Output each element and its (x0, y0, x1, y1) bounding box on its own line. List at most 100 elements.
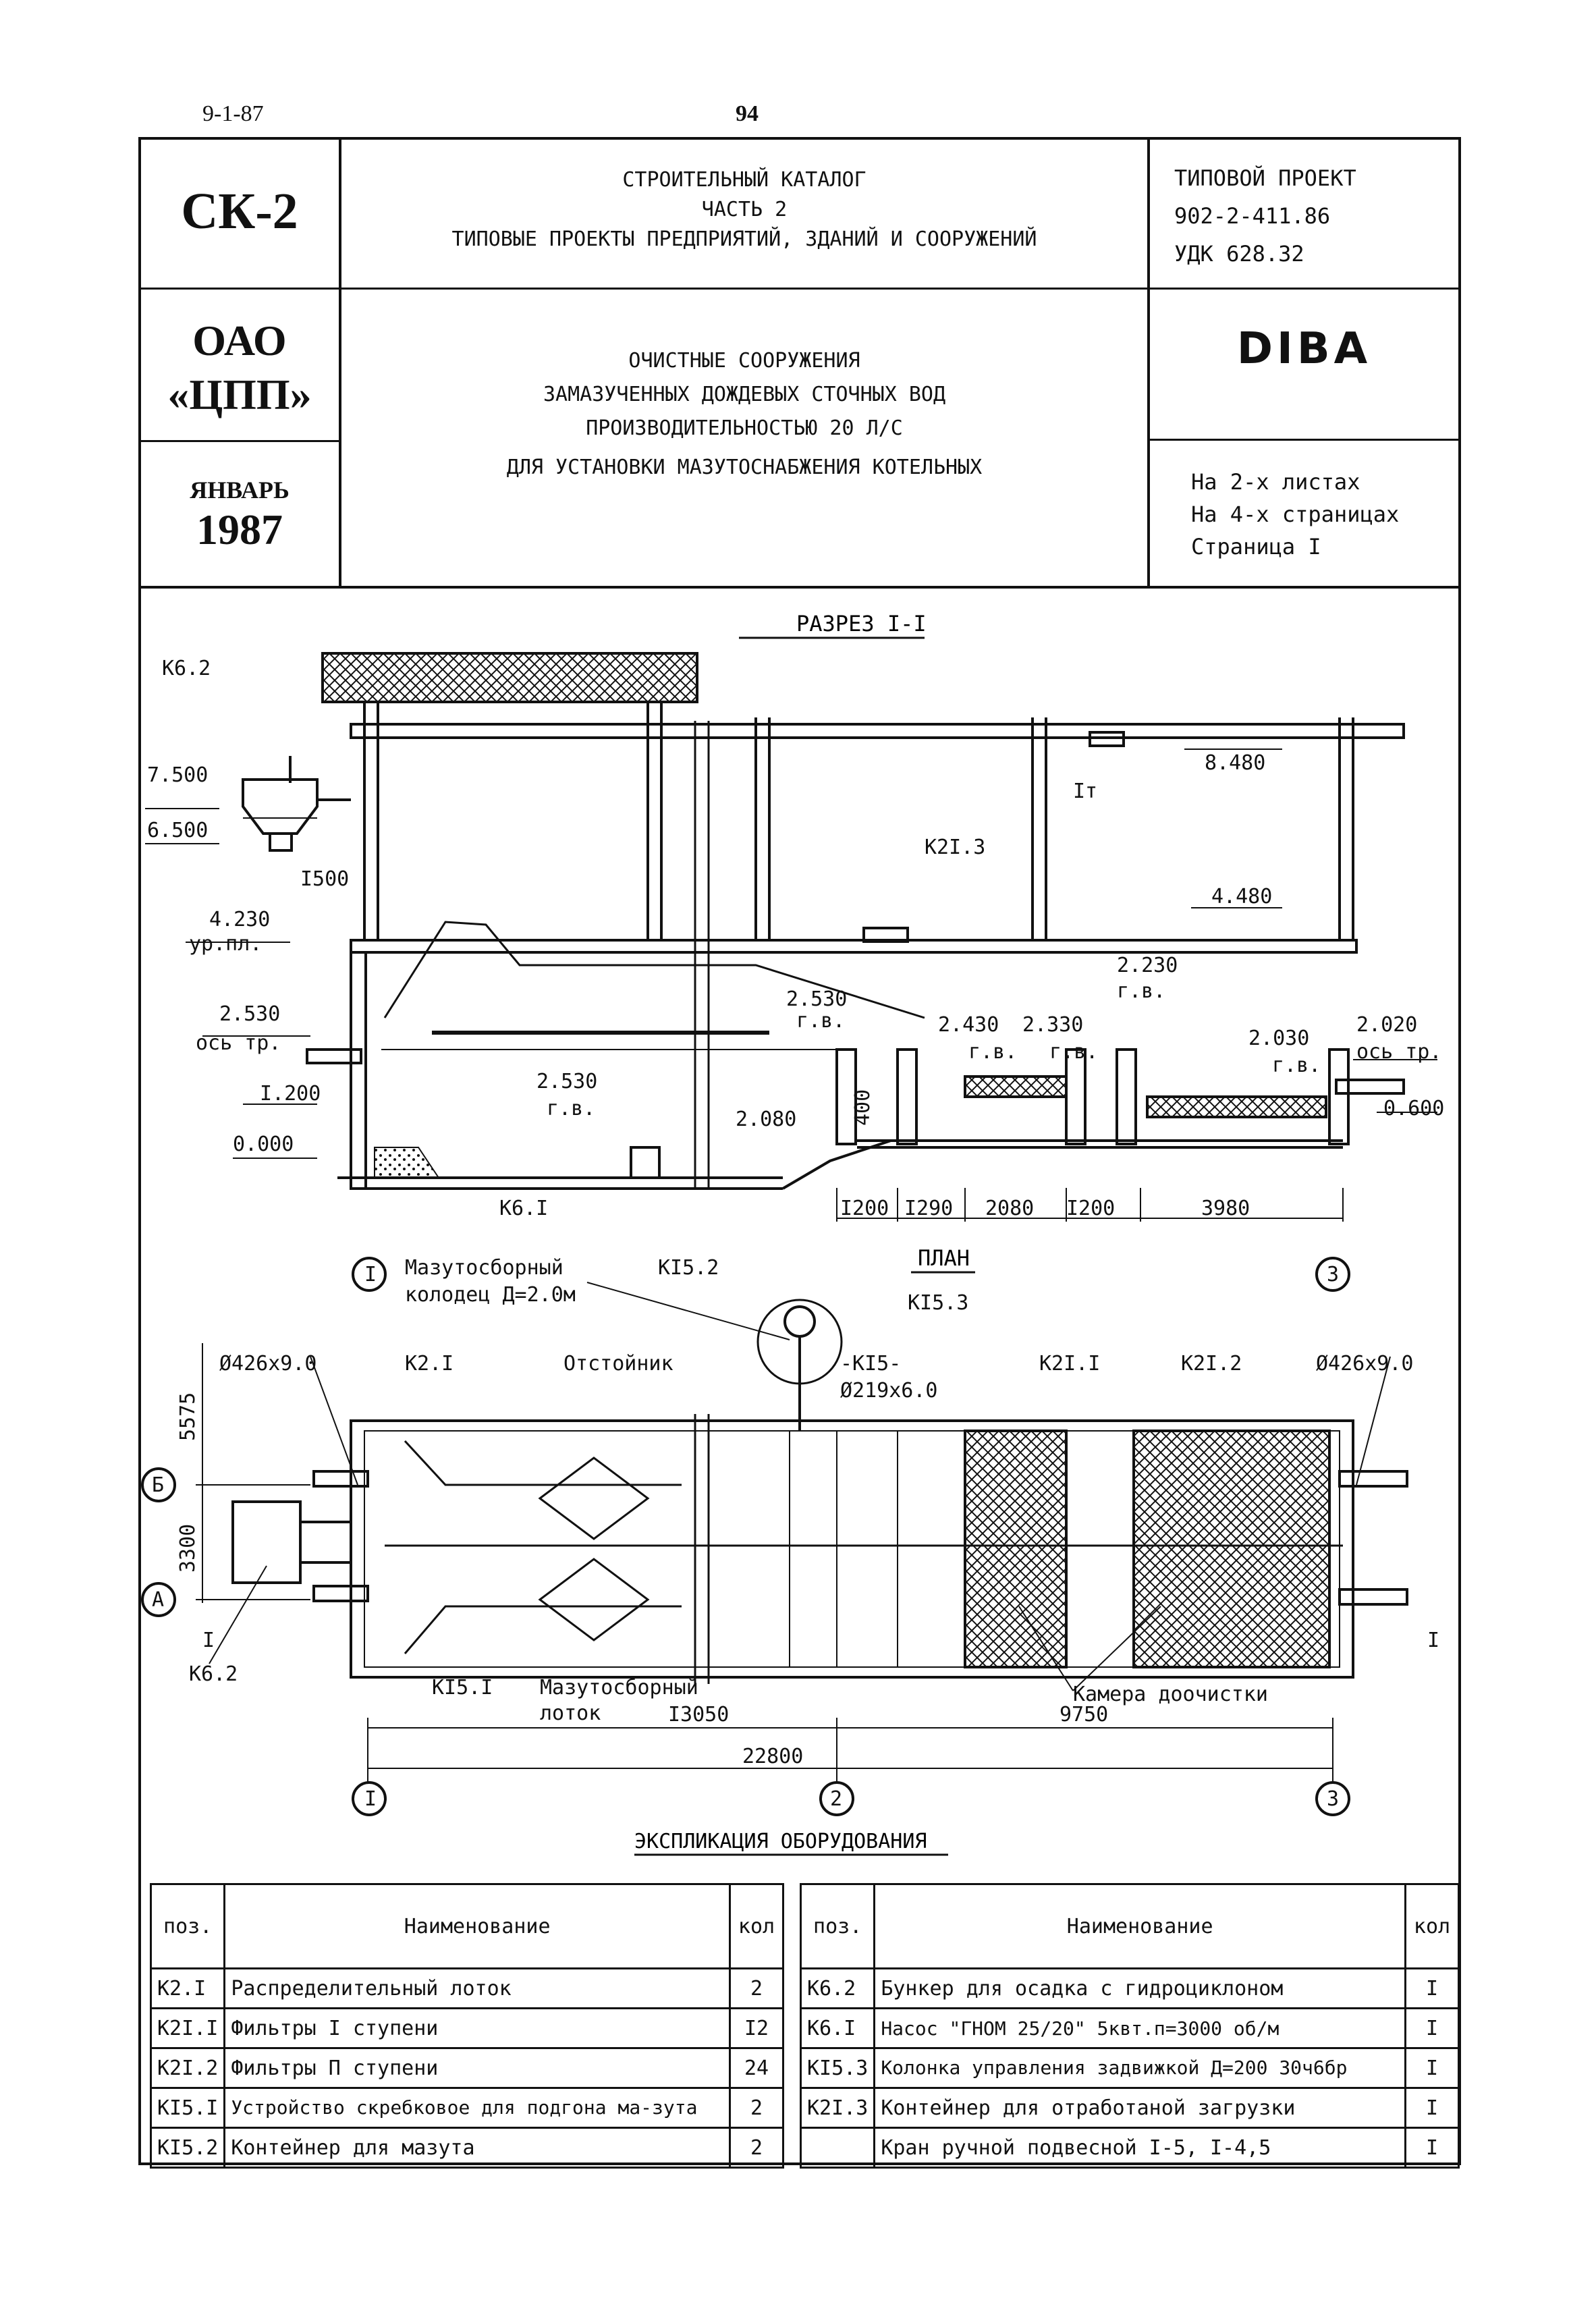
section-cut-marker: I (202, 1629, 215, 1652)
catalog-line: ЧАСТЬ 2 (701, 198, 788, 221)
water-level-label: г.в. (1272, 1054, 1321, 1077)
cell-name: Распределительный лоток (223, 1967, 731, 2009)
section-dimensions: I200 I290 2080 I200 3980 (840, 1197, 1250, 1220)
sheet-line: На 2-х листах (1191, 469, 1360, 495)
chamber-label: Камера доочистки (1073, 1683, 1268, 1706)
cell-qty: 2 (729, 2087, 784, 2129)
elevation-label: 0.600 (1383, 1097, 1444, 1120)
sheet-line: Страница I (1191, 534, 1321, 560)
header-name: Наименование (223, 1883, 731, 1969)
cell-pos: КI5.3 (799, 2047, 876, 2089)
cell-qty: I (1404, 2087, 1460, 2129)
axis-marker: 3 (1327, 1263, 1339, 1286)
pipe-label: Ø426x9.0 (219, 1352, 317, 1376)
dimension-label: 9750 (1060, 1703, 1108, 1726)
org-line: «ЦПП» (167, 371, 312, 418)
plan-title: ПЛАН (918, 1245, 970, 1271)
project-title: ОЧИСТНЫЕ СООРУЖЕНИЯ ЗАМАЗУЧЕННЫХ ДОЖДЕВЫ… (341, 344, 1147, 485)
elevation-label: 2.430 (938, 1013, 999, 1037)
cell-qty: 2 (729, 1967, 784, 2009)
table-row: КI5.2 Контейнер для мазута 2 (149, 2127, 784, 2169)
label-k151: КI5.I (432, 1676, 493, 1699)
water-level-label: г.в. (1117, 979, 1165, 1003)
elevation-label: 2.080 (736, 1108, 796, 1131)
crane-capacity-label: Iт (1073, 780, 1097, 803)
cell-name: Фильтры П ступени (223, 2047, 731, 2089)
cell-name: Бункер для осадка с гидроциклоном (873, 1967, 1406, 2009)
settler-label: Отстойник (563, 1352, 673, 1376)
elevation-label: 8.480 (1205, 751, 1265, 775)
elevation-label: I.200 (260, 1082, 321, 1106)
well-label: Мазутосборный (405, 1256, 563, 1280)
drawing-frame (138, 137, 1461, 2165)
header-divider (1147, 137, 1150, 588)
table-row: К2I.2 Фильтры П ступени 24 (149, 2047, 784, 2089)
cell-pos: К2I.3 (799, 2087, 876, 2129)
dimension-label: I200 (1066, 1197, 1115, 1220)
axis-marker: Б (152, 1473, 164, 1497)
cell-qty: I (1404, 2047, 1460, 2089)
catalog-title: СТРОИТЕЛЬНЫЙ КАТАЛОГ ЧАСТЬ 2 ТИПОВЫЕ ПРО… (341, 165, 1147, 254)
section-labels: К6.2 7.500 6.500 I500 4.230 ур.пл. 2.530… (147, 657, 1444, 1220)
header-qty: кол (729, 1883, 784, 1969)
label-k211: К2I.I (1039, 1352, 1100, 1376)
cell-pos: К2I.I (149, 2007, 226, 2049)
explication-title: ЭКСПЛИКАЦИЯ ОБОРУДОВАНИЯ (634, 1830, 927, 1853)
pipe-axis-label: ось тр. (1356, 1040, 1441, 1064)
cell-qty: I (1404, 1967, 1460, 2009)
water-level-label: г.в. (547, 1097, 595, 1120)
well-label: колодец Д=2.0м (405, 1283, 576, 1307)
elevation-label: 2.330 (1022, 1013, 1083, 1037)
label-k152: КI5.2 (658, 1256, 719, 1280)
label-k153: КI5.3 (908, 1291, 968, 1315)
table-row: К6.I Насос "ГНОМ 25/20" 5квт.п=3000 об/м… (799, 2007, 1460, 2049)
header-pos: поз. (799, 1883, 876, 1969)
elevation-label: 4.480 (1211, 885, 1272, 908)
header-name: Наименование (873, 1883, 1406, 1969)
section-title: РАЗРЕЗ I-I (796, 611, 927, 636)
elevation-label: 4.230 (209, 908, 270, 931)
header-divider (339, 137, 341, 588)
title-line: ДЛЯ УСТАНОВКИ МАЗУТОСНАБЖЕНИЯ КОТЕЛЬНЫХ (506, 456, 983, 479)
table-row: К2I.I Фильтры I ступени I2 (149, 2007, 784, 2049)
cell-qty: I (1404, 2127, 1460, 2169)
floor-slab (350, 939, 1358, 954)
code-stamp: DIBA (1236, 324, 1372, 374)
header-pos: поз. (149, 1883, 226, 1969)
axis-marker: 3 (1327, 1787, 1339, 1811)
dimension-label: 2080 (985, 1197, 1034, 1220)
organization: ОАО «ЦПП» (138, 314, 341, 422)
dimension-label: 3980 (1201, 1197, 1250, 1220)
label-k62: К6.2 (189, 1662, 238, 1686)
plan-labels: I 3 I 2 3 Б А Мазутосборный колодец Д=2.… (152, 1256, 1439, 1811)
elevation-label: 6.500 (147, 819, 208, 842)
dimension-label: I290 (904, 1197, 953, 1220)
header-qty: кол (1404, 1883, 1460, 1969)
catalog-line: ТИПОВЫЕ ПРОЕКТЫ ПРЕДПРИЯТИЙ, ЗДАНИЙ И СО… (451, 227, 1037, 251)
table-row: КI5.3 Колонка управления задвижкой Д=200… (799, 2047, 1460, 2089)
series-code: СК-2 (181, 183, 298, 240)
pipe-label: Ø426x9.0 (1316, 1352, 1414, 1376)
issue-month: ЯНВАРЬ (190, 477, 290, 504)
section-structure (145, 652, 1437, 1222)
elevation-label: 7.500 (147, 763, 208, 787)
sheet-line: На 4-х страницах (1191, 501, 1400, 527)
dimension-label: I3050 (668, 1703, 729, 1726)
header-divider (138, 586, 1461, 589)
project-number: 902-2-411.86 (1174, 203, 1331, 229)
elevation-label: 2.230 (1117, 954, 1178, 977)
cell-name: Кран ручной подвесной I-5, I-4,5 (873, 2127, 1406, 2169)
cell-pos (799, 2127, 876, 2169)
cell-name: Контейнер для мазута (223, 2127, 731, 2169)
header-divider (138, 440, 341, 442)
issue-year: 1987 (196, 506, 283, 553)
table-row: Кран ручной подвесной I-5, I-4,5 I (799, 2127, 1460, 2169)
cell-name: Насос "ГНОМ 25/20" 5квт.п=3000 об/м (873, 2007, 1406, 2049)
ground-level-label: ур.пл. (189, 932, 262, 956)
catalog-line: СТРОИТЕЛЬНЫЙ КАТАЛОГ (622, 168, 866, 192)
cell-name: Устройство скребковое для подгона ма-зут… (223, 2087, 731, 2129)
table-row: К2I.3 Контейнер для отработаной загрузки… (799, 2087, 1460, 2129)
dimension-label: 3300 (176, 1524, 200, 1573)
elevation-label: 0.000 (233, 1133, 294, 1156)
explication-table-left: поз. Наименование кол К2.I Распределител… (149, 1883, 784, 2169)
